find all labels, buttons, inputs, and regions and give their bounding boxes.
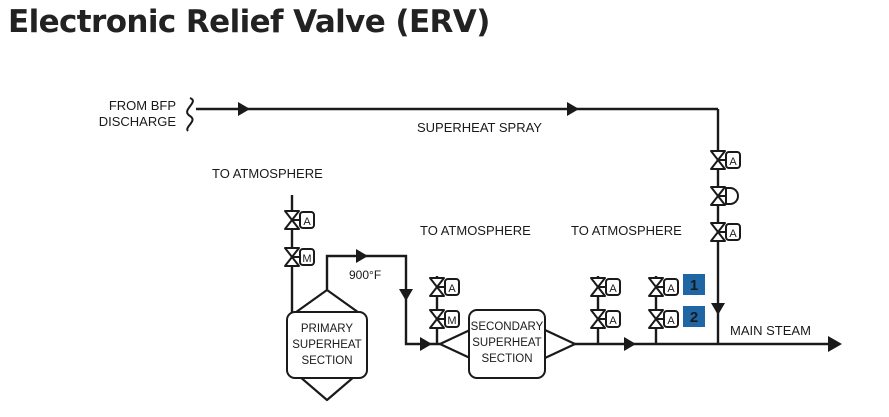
main-steam-vent-1-valve-air-bottom[interactable]: A	[590, 309, 621, 329]
flow-arrow-spray-1	[238, 102, 250, 116]
actuator-air-label: A	[729, 228, 737, 240]
flow-arrow-main-out	[828, 336, 842, 352]
primary-label-line-2: SUPERHEAT	[292, 339, 361, 351]
secondary-label-line-2: SUPERHEAT	[472, 337, 541, 349]
callout-badge-2: 2	[683, 306, 705, 327]
primary-label-line-1: PRIMARY	[301, 323, 354, 335]
spray-valve-air-top[interactable]: A	[710, 150, 741, 170]
actuator-motor-label: M	[447, 315, 456, 327]
callout-number-1: 1	[690, 277, 698, 294]
to-atmosphere-label-main: TO ATMOSPHERE	[571, 223, 682, 238]
superheat-spray-label: SUPERHEAT SPRAY	[417, 120, 542, 135]
actuator-air-label: A	[667, 283, 675, 295]
primary-vent-valve-motor[interactable]: M	[284, 247, 315, 267]
actuator-air-label: A	[609, 283, 617, 295]
to-atmosphere-label-secondary: TO ATMOSPHERE	[420, 223, 531, 238]
actuator-air-label: A	[729, 156, 737, 168]
secondary-superheat-section: SECONDARY SUPERHEAT SECTION	[438, 309, 577, 379]
flow-arrow-secondary-in	[420, 337, 432, 351]
actuator-air-label: A	[303, 216, 311, 228]
flow-arrow-spray-2	[567, 102, 579, 116]
actuator-air-label: A	[448, 283, 456, 295]
diagram-title: Electronic Relief Valve (ERV)	[8, 4, 490, 40]
main-steam-vent-2-valve-air-bottom[interactable]: A	[648, 309, 679, 329]
spray-control-valve[interactable]	[710, 186, 739, 206]
pipe-break-symbol	[186, 97, 194, 132]
callout-number-2: 2	[690, 309, 698, 326]
secondary-label-line-3: SECTION	[481, 353, 532, 365]
flow-arrow-interstage-down	[399, 289, 413, 301]
main-steam-label: MAIN STEAM	[730, 323, 811, 338]
from-bfp-label-line-1: FROM BFP	[109, 98, 176, 113]
flow-arrow-interstage	[356, 249, 368, 263]
main-steam-vent-2-valve-air-top[interactable]: A	[648, 277, 679, 297]
from-bfp-label-line-2: DISCHARGE	[99, 114, 177, 129]
actuator-motor-label: M	[302, 253, 311, 265]
interstage-line	[325, 254, 440, 346]
primary-label-line-3: SECTION	[301, 355, 352, 367]
secondary-label-line-1: SECONDARY	[471, 321, 544, 333]
callout-badge-1: 1	[683, 274, 705, 295]
flow-arrow-main-1	[624, 337, 636, 351]
primary-superheat-section: PRIMARY SUPERHEAT SECTION	[286, 288, 368, 402]
secondary-vent-valve-air[interactable]: A	[429, 277, 460, 297]
actuator-air-label: A	[609, 315, 617, 327]
to-atmosphere-label-primary: TO ATMOSPHERE	[212, 166, 323, 181]
temperature-label: 900°F	[349, 268, 381, 282]
actuator-air-label: A	[667, 315, 675, 327]
flow-arrow-spray-down	[711, 303, 725, 315]
main-steam-vent-1-valve-air-top[interactable]: A	[590, 277, 621, 297]
secondary-vent-valve-motor[interactable]: M	[429, 309, 460, 329]
spray-valve-air-bottom[interactable]: A	[710, 222, 741, 242]
primary-vent-valve-air[interactable]: A	[284, 210, 315, 230]
